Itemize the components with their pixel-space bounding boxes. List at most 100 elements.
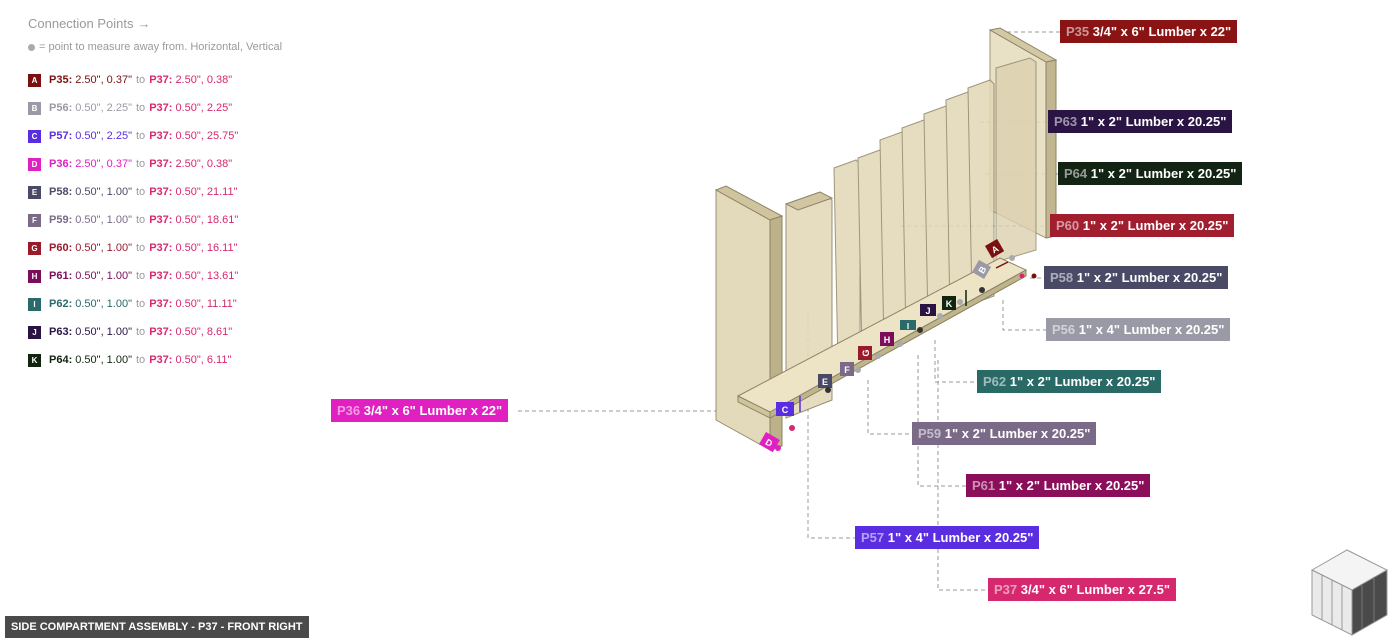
- to-word: to: [136, 186, 146, 198]
- part-description: 1" x 2" Lumber x 20.25": [995, 478, 1145, 493]
- to-position: 0.50", 25.75": [175, 130, 239, 142]
- from-position: 0.50", 2.25": [75, 102, 132, 114]
- part-label-p62: P62 1" x 2" Lumber x 20.25": [977, 370, 1162, 393]
- to-word: to: [136, 130, 146, 142]
- connection-badge: B: [28, 101, 41, 115]
- from-part: P61:: [49, 270, 73, 282]
- connection-badge: D: [28, 157, 41, 171]
- from-part: P36:: [49, 158, 73, 170]
- part-description: 1" x 2" Lumber x 20.25": [941, 426, 1091, 441]
- part-description: 3/4" x 6" Lumber x 22": [360, 403, 503, 418]
- from-part: P64:: [49, 354, 73, 366]
- to-position: 0.50", 21.11": [175, 186, 238, 198]
- part-label-p58: P58 1" x 2" Lumber x 20.25": [1044, 266, 1229, 289]
- slats: [833, 79, 995, 369]
- part-id: P56: [1052, 322, 1076, 337]
- marker-j: J: [920, 304, 936, 316]
- part-id: P37: [994, 582, 1018, 597]
- part-label-p56: P56 1" x 4" Lumber x 20.25": [1046, 318, 1231, 341]
- to-position: 2.50", 0.38": [175, 74, 233, 86]
- part-label-p35: P35 3/4" x 6" Lumber x 22": [1060, 20, 1238, 43]
- to-position: 0.50", 11.11": [175, 298, 237, 310]
- part-description: 3/4" x 6" Lumber x 27.5": [1017, 582, 1171, 597]
- part-label-p64: P64 1" x 2" Lumber x 20.25": [1058, 162, 1243, 185]
- svg-text:F: F: [844, 365, 850, 375]
- to-part: P37:: [149, 102, 173, 114]
- from-part: P62:: [49, 298, 73, 310]
- to-word: to: [136, 214, 146, 226]
- part-description: 1" x 2" Lumber x 20.25": [1006, 374, 1156, 389]
- leader-p59: [867, 380, 912, 435]
- part-id: P63: [1054, 114, 1078, 129]
- part-label-p37: P37 3/4" x 6" Lumber x 27.5": [988, 578, 1177, 601]
- part-description: 1" x 2" Lumber x 20.25": [1087, 166, 1237, 181]
- to-position: 0.50", 6.11": [175, 354, 232, 366]
- part-id: P35: [1066, 24, 1090, 39]
- connection-badge: J: [28, 325, 41, 339]
- measure-point-icon: [28, 43, 35, 51]
- from-position: 0.50", 1.00": [75, 214, 132, 226]
- legend-title: Connection Points →: [28, 16, 151, 31]
- marker-h: H: [880, 332, 894, 346]
- part-label-p36: P36 3/4" x 6" Lumber x 22": [331, 399, 509, 422]
- connection-badge: I: [28, 297, 41, 311]
- part-description: 1" x 2" Lumber x 20.25": [1079, 218, 1229, 233]
- part-description: 3/4" x 6" Lumber x 22": [1089, 24, 1232, 39]
- part-description: 1" x 4" Lumber x 20.25": [884, 530, 1034, 545]
- marker-b: B: [972, 259, 992, 279]
- leader-p56: [1002, 300, 1046, 331]
- to-part: P37:: [149, 242, 173, 254]
- from-position: 0.50", 1.00": [75, 242, 132, 254]
- svg-text:B: B: [976, 264, 988, 275]
- svg-text:K: K: [946, 299, 953, 309]
- to-position: 0.50", 16.11": [175, 242, 238, 254]
- part-id: P64: [1064, 166, 1088, 181]
- to-part: P37:: [149, 74, 173, 86]
- svg-text:D: D: [764, 437, 775, 449]
- to-part: P37:: [149, 298, 173, 310]
- to-part: P37:: [149, 130, 173, 142]
- to-part: P37:: [149, 214, 173, 226]
- from-part: P58:: [49, 186, 73, 198]
- arrow-right-icon: →: [137, 16, 151, 31]
- marker-a: A: [985, 239, 1005, 259]
- to-word: to: [136, 102, 146, 114]
- board-middle-top: [784, 191, 834, 211]
- part-id: P36: [337, 403, 361, 418]
- to-part: P37:: [149, 354, 173, 366]
- view-title: SIDE COMPARTMENT ASSEMBLY - P37 - FRONT …: [5, 616, 309, 638]
- part-description: 1" x 2" Lumber x 20.25": [1073, 270, 1223, 285]
- svg-text:J: J: [925, 306, 930, 316]
- connection-badge: A: [28, 73, 41, 87]
- to-position: 2.50", 0.38": [175, 158, 233, 170]
- connection-badge: F: [28, 213, 41, 227]
- connection-badge: C: [28, 129, 41, 143]
- connection-badge: H: [28, 269, 41, 283]
- to-position: 0.50", 2.25": [175, 102, 233, 114]
- part-label-p61: P61 1" x 2" Lumber x 20.25": [966, 474, 1151, 497]
- part-id: P61: [972, 478, 996, 493]
- to-position: 0.50", 8.61": [175, 326, 233, 338]
- from-position: 0.50", 1.00": [75, 186, 132, 198]
- marker-k: K: [942, 296, 956, 310]
- part-description: 1" x 2" Lumber x 20.25": [1077, 114, 1227, 129]
- to-part: P37:: [149, 326, 173, 338]
- marker-c: C: [776, 402, 794, 416]
- from-position: 0.50", 1.00": [75, 354, 132, 366]
- svg-text:E: E: [822, 377, 828, 387]
- marker-d: D: [759, 432, 780, 453]
- to-part: P37:: [149, 186, 173, 198]
- marker-e: E: [818, 374, 832, 388]
- connection-badge: E: [28, 185, 41, 199]
- connection-markers: A B K J I H: [759, 239, 1037, 453]
- part-id: P58: [1050, 270, 1074, 285]
